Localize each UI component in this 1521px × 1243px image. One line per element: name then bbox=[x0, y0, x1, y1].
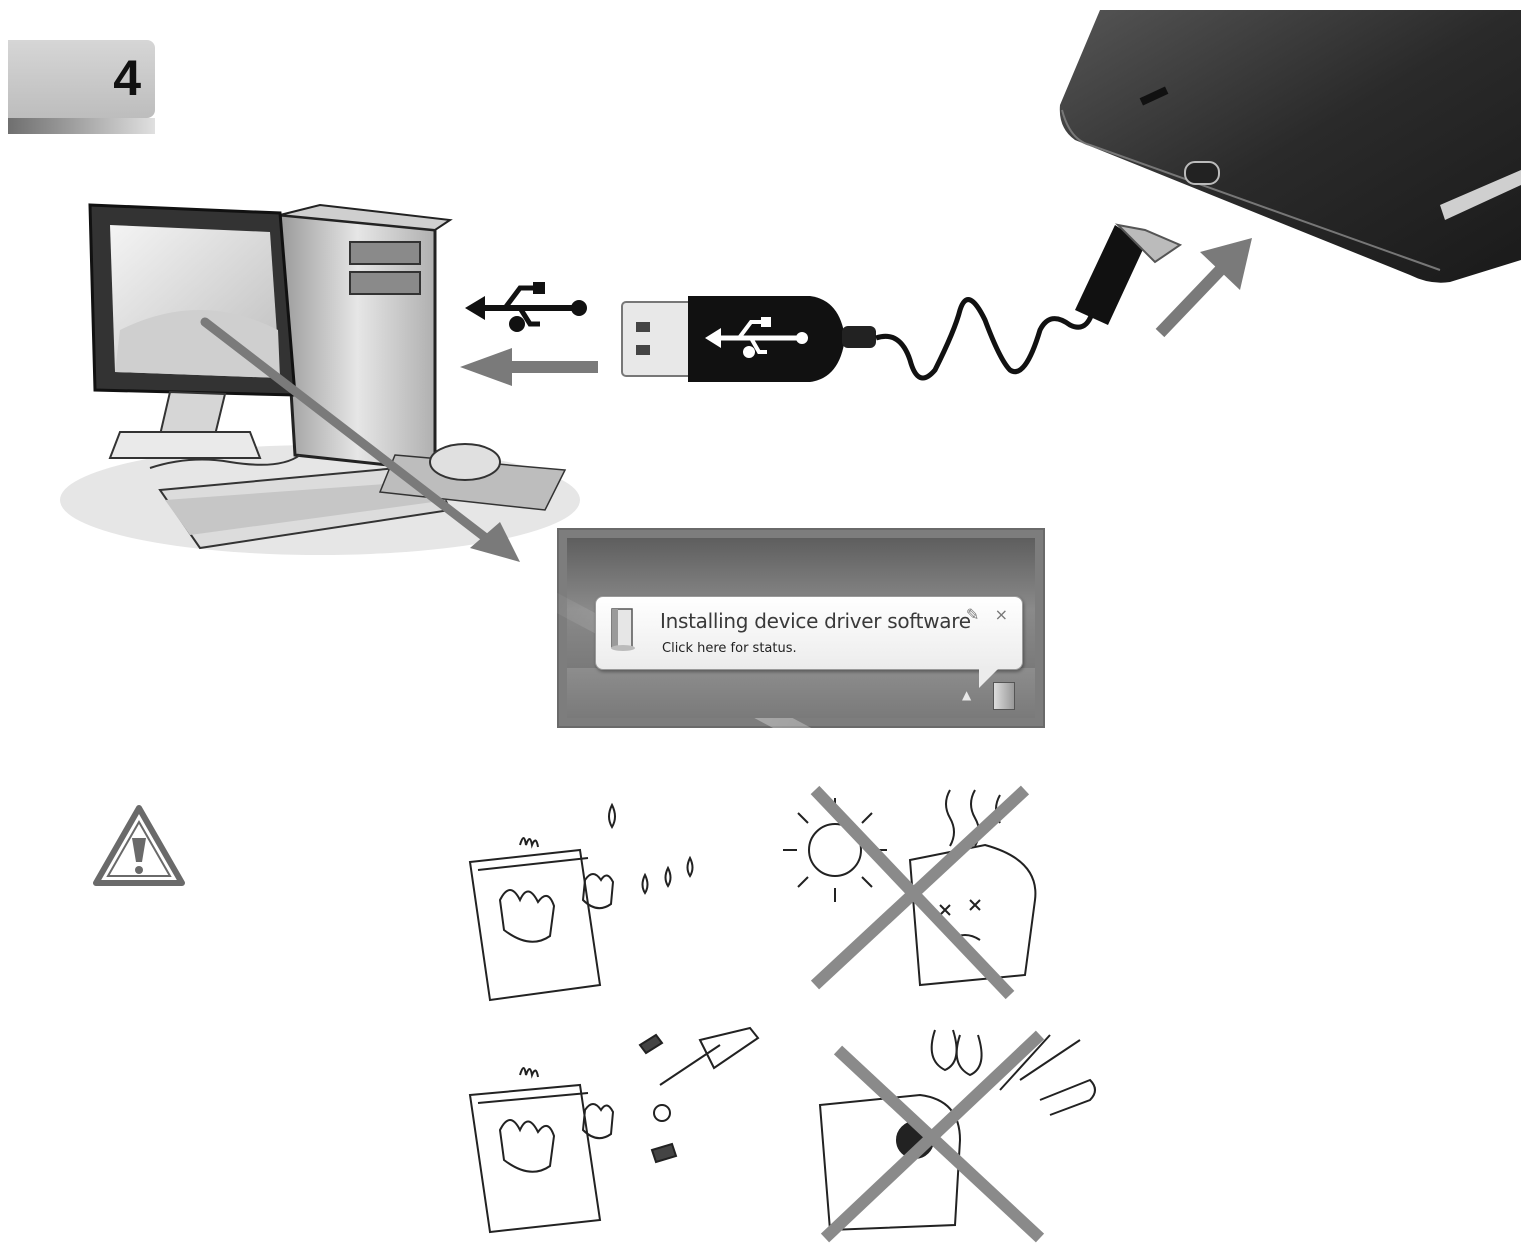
notification-balloon[interactable]: Installing device driver software Click … bbox=[595, 596, 1023, 670]
insert-arrow-diagonal bbox=[1155, 238, 1252, 338]
caution-no-foreign-objects bbox=[818, 1029, 1096, 1243]
notification-title: Installing device driver software bbox=[660, 609, 971, 633]
driver-install-notification-screenshot: Installing device driver software Click … bbox=[557, 528, 1045, 728]
caution-handle-with-care bbox=[468, 802, 694, 1002]
usb-cable-illustration bbox=[621, 223, 1183, 382]
usb-icon bbox=[465, 282, 587, 332]
warning-icon bbox=[93, 805, 185, 886]
tray-device-icon[interactable] bbox=[993, 682, 1015, 710]
diagonal-arrow-to-notification bbox=[200, 317, 520, 562]
caution-no-heat bbox=[783, 785, 1037, 1000]
close-icon[interactable]: × bbox=[994, 605, 1008, 624]
caution-no-disassembly bbox=[468, 1026, 760, 1234]
step-number-badge: 4 bbox=[8, 40, 155, 118]
pin-icon[interactable]: ✎ bbox=[965, 605, 980, 624]
step-underline bbox=[8, 118, 155, 134]
device-driver-icon bbox=[611, 608, 635, 651]
taskbar bbox=[567, 668, 1035, 718]
notification-controls: ✎ × bbox=[966, 605, 1008, 624]
notification-subtitle[interactable]: Click here for status. bbox=[662, 641, 797, 656]
insert-arrow-left bbox=[460, 348, 598, 386]
step-number: 4 bbox=[113, 50, 141, 106]
external-hard-drive-illustration bbox=[1059, 10, 1521, 283]
show-hidden-icons-icon[interactable]: ▲ bbox=[962, 688, 972, 702]
